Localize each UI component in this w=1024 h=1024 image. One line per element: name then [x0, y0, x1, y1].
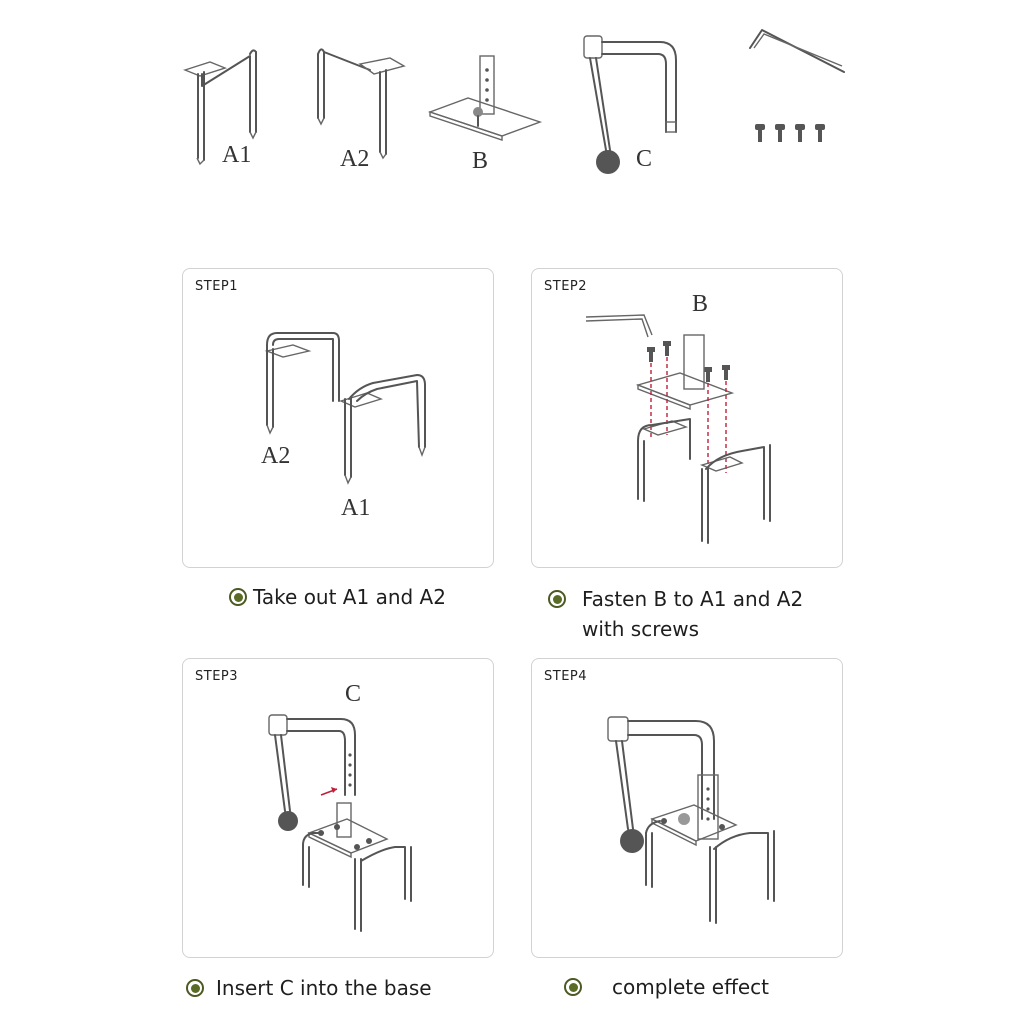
part-b-illustration [427, 55, 543, 141]
part-a1-illustration [182, 49, 257, 166]
step2-panel: STEP2 B [531, 268, 843, 568]
step4-caption-line1: complete effect [612, 975, 770, 999]
bullet-icon [564, 978, 582, 996]
bullet-icon [186, 979, 204, 997]
part-a1-label: A1 [222, 142, 252, 168]
step4-panel: STEP4 [531, 658, 843, 958]
step1-illustration [264, 332, 426, 485]
step3-title: STEP3 [195, 669, 239, 684]
step2-caption: Fasten B to A1 and A2 with screws [548, 584, 803, 644]
step1-caption-line1: Take out A1 and A2 [253, 585, 446, 609]
step2-title: STEP2 [544, 279, 588, 294]
step1-title: STEP1 [195, 279, 239, 294]
step4-title: STEP4 [544, 669, 588, 684]
part-a2-label: A2 [340, 146, 370, 172]
step1-label-a1: A1 [341, 495, 371, 521]
hex-key-icon [749, 29, 845, 73]
part-b-label: B [472, 148, 489, 174]
step3-caption: Insert C into the base [186, 973, 432, 1003]
step1-panel: STEP1 A2 A1 [182, 268, 494, 568]
step1-label-a2: A2 [261, 443, 291, 469]
bullet-icon [229, 588, 247, 606]
step2-caption-line1: Fasten B to A1 and A2 [582, 587, 804, 611]
bullet-icon [548, 590, 566, 608]
step3-caption-line1: Insert C into the base [216, 976, 432, 1000]
step3-label-c: C [345, 681, 362, 707]
screws-icon [755, 124, 825, 142]
step4-caption: complete effect [564, 972, 769, 1002]
step4-illustration [607, 716, 775, 924]
part-a2-illustration [317, 48, 406, 160]
part-c-illustration [583, 35, 677, 174]
step2-caption-line2: with screws [582, 617, 700, 641]
step3-illustration [268, 714, 412, 932]
step3-panel: STEP3 C [182, 658, 494, 958]
step2-label-b: B [692, 291, 709, 317]
step1-caption: Take out A1 and A2 [229, 582, 446, 612]
part-c-label: C [636, 146, 653, 172]
step2-illustration [585, 314, 771, 544]
